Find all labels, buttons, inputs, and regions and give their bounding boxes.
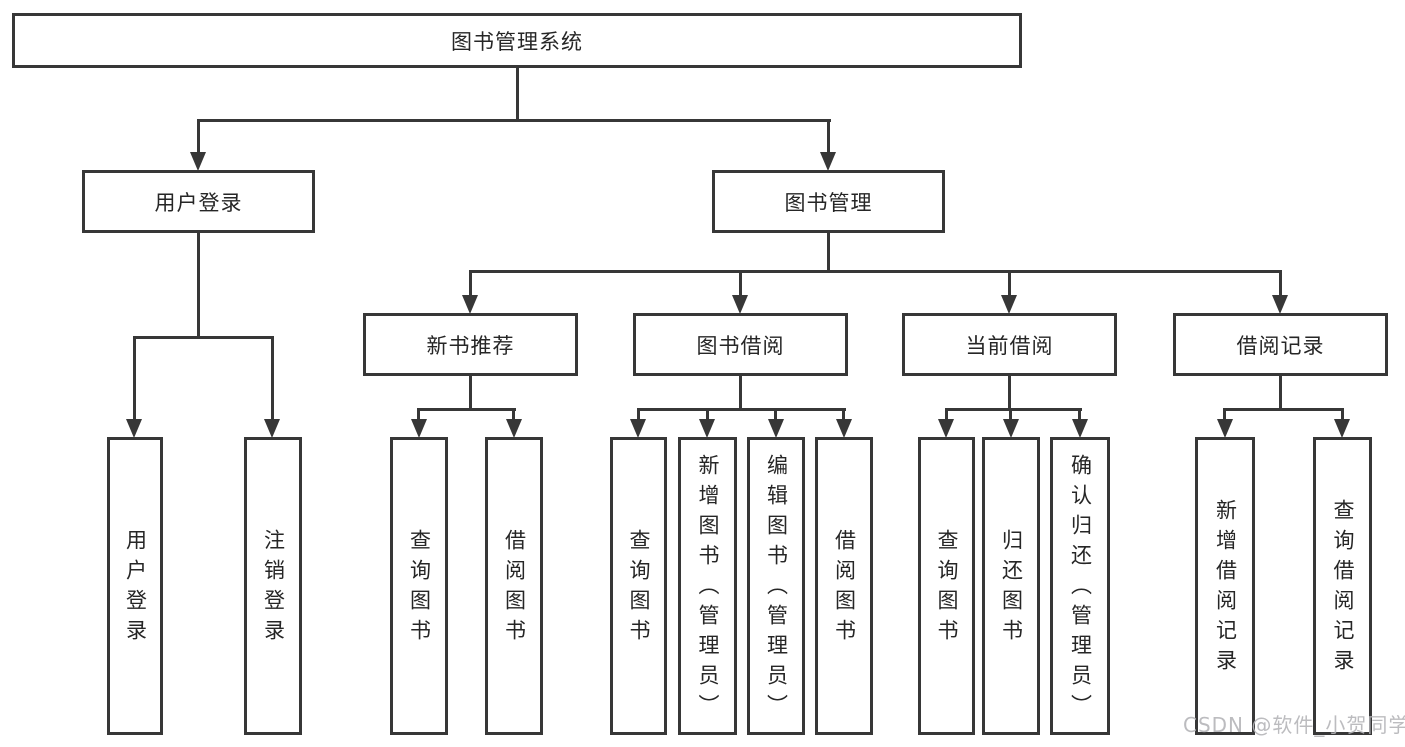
leaf-add-book-label: 新增图书（管理员） <box>696 454 720 724</box>
node-borrow-records-label: 借阅记录 <box>1236 333 1325 358</box>
connector-shaft-borrow-records <box>1279 270 1282 296</box>
connector-shaft-leaf-logout <box>271 336 274 419</box>
leaf-confirm-return: 确认归还（管理员） <box>1050 437 1110 735</box>
connector-user-login-rail <box>133 336 274 339</box>
leaf-add-record: 新增借阅记录 <box>1195 437 1255 735</box>
leaf-query-book-c-label: 查询图书 <box>935 529 959 649</box>
connector-book-borrow-rail <box>637 408 846 411</box>
leaf-query-book-c: 查询图书 <box>918 437 975 735</box>
leaf-query-record: 查询借阅记录 <box>1313 437 1372 735</box>
connector-root-stem <box>516 68 519 119</box>
connector-shaft <box>1009 408 1012 420</box>
leaf-query-book-a: 查询图书 <box>390 437 448 735</box>
connector-shaft <box>1078 408 1081 420</box>
connector-book-mgmt-stem <box>827 233 830 273</box>
arrow-down-icon <box>1072 419 1088 438</box>
connector-borrow-records-rail <box>1223 408 1344 411</box>
leaf-query-book-a-label: 查询图书 <box>407 529 432 649</box>
arrow-down-icon <box>506 419 522 438</box>
arrow-down-icon <box>820 152 836 171</box>
leaf-logout-label: 注销登录 <box>261 529 286 649</box>
arrow-down-icon <box>699 419 715 438</box>
node-book-mgmt: 图书管理 <box>712 170 945 233</box>
leaf-query-book-b-label: 查询图书 <box>627 529 651 649</box>
arrow-down-icon <box>264 419 280 438</box>
connector-new-book-rec-stem <box>469 376 472 411</box>
connector-borrow-records-stem <box>1279 376 1282 411</box>
leaf-return-book: 归还图书 <box>982 437 1040 735</box>
node-root: 图书管理系统 <box>12 13 1022 68</box>
node-book-mgmt-label: 图书管理 <box>784 190 873 215</box>
arrow-down-icon <box>938 419 954 438</box>
node-book-borrow: 图书借阅 <box>633 313 848 376</box>
connector-current-borrow-rail <box>945 408 1082 411</box>
node-new-book-rec-label: 新书推荐 <box>426 333 515 358</box>
leaf-borrow-book-b: 借阅图书 <box>815 437 873 735</box>
connector-shaft <box>417 408 420 420</box>
arrow-down-icon <box>190 152 206 171</box>
csdn-watermark: CSDN @软件_小贺同学 <box>1183 713 1405 737</box>
leaf-user-login-label: 用户登录 <box>123 529 148 649</box>
connector-new-book-rec-rail <box>417 408 516 411</box>
connector-shaft <box>945 408 948 420</box>
node-root-label: 图书管理系统 <box>451 29 583 54</box>
connector-book-mgmt-rail <box>469 270 1282 273</box>
connector-shaft-new-book-rec <box>469 270 472 296</box>
connector-current-borrow-stem <box>1008 376 1011 411</box>
node-current-borrow: 当前借阅 <box>902 313 1117 376</box>
connector-shaft <box>1223 408 1226 420</box>
leaf-confirm-return-label: 确认归还（管理员） <box>1068 454 1093 724</box>
leaf-borrow-book-b-label: 借阅图书 <box>832 529 857 649</box>
connector-shaft <box>512 408 515 420</box>
connector-shaft <box>637 408 640 420</box>
arrow-down-icon <box>411 419 427 438</box>
arrow-down-icon <box>1003 419 1019 438</box>
leaf-edit-book: 编辑图书（管理员） <box>747 437 805 735</box>
connector-shaft-current-borrow <box>1008 270 1011 296</box>
leaf-add-record-label: 新增借阅记录 <box>1213 499 1238 679</box>
arrow-down-icon <box>462 295 478 314</box>
connector-shaft-leaf-user-login <box>133 336 136 419</box>
leaf-return-book-label: 归还图书 <box>999 529 1024 649</box>
arrow-down-icon <box>126 419 142 438</box>
leaf-edit-book-label: 编辑图书（管理员） <box>764 454 789 724</box>
connector-root-rail <box>197 119 831 122</box>
leaf-query-book-b: 查询图书 <box>610 437 667 735</box>
node-current-borrow-label: 当前借阅 <box>965 333 1054 358</box>
leaf-query-record-label: 查询借阅记录 <box>1331 499 1355 679</box>
connector-shaft <box>1341 408 1344 420</box>
connector-shaft <box>842 408 845 420</box>
node-user-login-label: 用户登录 <box>154 190 243 215</box>
arrow-down-icon <box>836 419 852 438</box>
connector-shaft-user-login <box>197 119 200 153</box>
connector-shaft-book-mgmt <box>827 119 830 153</box>
arrow-down-icon <box>1217 419 1233 438</box>
connector-shaft <box>774 408 777 420</box>
connector-book-borrow-stem <box>739 376 742 411</box>
connector-user-login-stem <box>197 233 200 339</box>
connector-shaft <box>706 408 709 420</box>
leaf-logout: 注销登录 <box>244 437 302 735</box>
leaf-borrow-book-a: 借阅图书 <box>485 437 543 735</box>
arrow-down-icon <box>1001 295 1017 314</box>
node-borrow-records: 借阅记录 <box>1173 313 1388 376</box>
leaf-borrow-book-a-label: 借阅图书 <box>502 529 527 649</box>
arrow-down-icon <box>1272 295 1288 314</box>
connector-shaft-book-borrow <box>739 270 742 296</box>
leaf-user-login: 用户登录 <box>107 437 163 735</box>
node-new-book-rec: 新书推荐 <box>363 313 578 376</box>
leaf-add-book: 新增图书（管理员） <box>678 437 737 735</box>
node-user-login: 用户登录 <box>82 170 315 233</box>
arrow-down-icon <box>768 419 784 438</box>
node-book-borrow-label: 图书借阅 <box>696 333 785 358</box>
arrow-down-icon <box>630 419 646 438</box>
arrow-down-icon <box>732 295 748 314</box>
arrow-down-icon <box>1334 419 1350 438</box>
